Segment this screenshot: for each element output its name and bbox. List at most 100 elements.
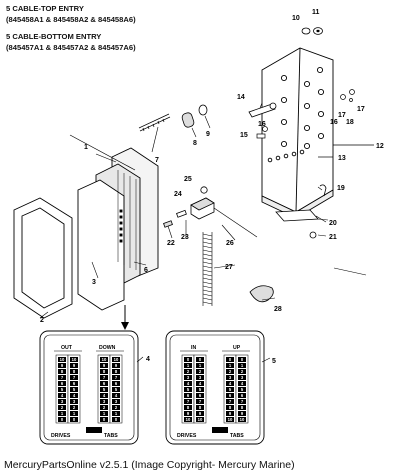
scale-number: 5 (115, 387, 118, 392)
scale-cell (226, 399, 234, 404)
scale-cell (226, 381, 234, 386)
knob[interactable] (249, 285, 274, 303)
scale-cell (100, 357, 108, 362)
sender-block[interactable] (163, 186, 258, 238)
callout-6: 6 (144, 267, 148, 274)
scale-number: 1 (229, 363, 232, 368)
clip[interactable] (319, 184, 327, 197)
scale-cell (112, 387, 120, 392)
scale-number: 2 (115, 405, 118, 410)
panel-left-tabs-label: TABS (104, 433, 118, 439)
scale-number: 2 (199, 369, 202, 374)
callout-23: 23 (181, 234, 189, 241)
mounting-bracket[interactable] (261, 47, 334, 219)
header-line-1: 5 CABLE-TOP ENTRY (6, 4, 84, 13)
scale-number: 9 (61, 363, 64, 368)
scale-cell (184, 357, 192, 362)
callout-25: 25 (184, 176, 192, 183)
scale-number: 10 (228, 417, 233, 422)
scale-cell (226, 369, 234, 374)
callout-13: 13 (338, 155, 346, 162)
washers[interactable] (301, 27, 323, 35)
scale-number: 1 (199, 363, 202, 368)
scale-number: 2 (73, 405, 76, 410)
scale-cell (112, 369, 120, 374)
scale-number: 7 (73, 375, 76, 380)
scale-cell (226, 357, 234, 362)
scale-number: 10 (186, 417, 191, 422)
scale-cell (226, 411, 234, 416)
scale-number: 6 (241, 393, 244, 398)
bezel-frame[interactable] (13, 197, 73, 319)
nut[interactable] (309, 231, 317, 239)
indicator-panel-right[interactable]: IN UP 0123456789100123456789100123456789… (165, 330, 271, 445)
scale-number: 4 (187, 381, 190, 386)
bushing[interactable] (181, 104, 208, 128)
scale-number: 2 (187, 369, 190, 374)
scale-cell (196, 363, 204, 368)
scale-cell (196, 399, 204, 404)
scale-number: 6 (73, 381, 76, 386)
panel-right-in-label: IN (191, 345, 196, 351)
callout-27: 27 (225, 264, 233, 271)
scale-cell (58, 393, 66, 398)
plate[interactable] (275, 209, 329, 222)
scale-cell (226, 417, 234, 422)
scale-number: 9 (73, 363, 76, 368)
callout-28: 28 (274, 306, 282, 313)
scale-cell (238, 399, 246, 404)
scale-number: 7 (187, 399, 190, 404)
pivot-pin[interactable] (248, 102, 277, 118)
indicator-panel-left[interactable]: OUT DOWN 1098765432101098765432101098765… (39, 330, 144, 445)
panel-left-down-label: DOWN (99, 345, 116, 351)
header-line-4: (845457A1 & 845457A2 & 845457A6) (6, 43, 136, 52)
scale-number: 4 (103, 393, 106, 398)
callout-16a: 16 (258, 121, 266, 128)
panel-left-out-label: OUT (61, 345, 73, 351)
scale-number: 4 (229, 381, 232, 386)
scale-cell (184, 399, 192, 404)
scale-cell (238, 405, 246, 410)
scale-cell (70, 369, 78, 374)
callout-8: 8 (193, 140, 197, 147)
scale-cell (112, 411, 120, 416)
scale-cell (112, 399, 120, 404)
screw[interactable] (138, 113, 171, 132)
scale-number: 5 (61, 387, 64, 392)
scale-number: 6 (103, 381, 106, 386)
scale-number: 4 (73, 393, 76, 398)
callout-19: 19 (337, 185, 345, 192)
scale-cell (100, 381, 108, 386)
scale-cell (58, 357, 66, 362)
scale-number: 3 (199, 375, 202, 380)
scale-cell (238, 393, 246, 398)
scale-number: 6 (199, 393, 202, 398)
cover-assembly[interactable] (77, 147, 159, 311)
callout-21: 21 (329, 234, 337, 241)
scale-number: 10 (198, 417, 203, 422)
callout-11: 11 (312, 9, 320, 16)
spring[interactable] (202, 232, 213, 306)
callout-16b: 16 (330, 119, 338, 126)
scale-cell (196, 369, 204, 374)
scale-number: 6 (61, 381, 64, 386)
header-line-2: (845458A1 & 845458A2 & 845458A6) (6, 15, 136, 24)
scale-cell (58, 369, 66, 374)
scale-number: 2 (229, 369, 232, 374)
scale-number: 0 (199, 357, 202, 362)
scale-cell (100, 393, 108, 398)
screws-and-washers[interactable] (256, 89, 355, 139)
scale-number: 7 (61, 375, 64, 380)
scale-number: 8 (241, 405, 244, 410)
scale-number: 9 (187, 411, 190, 416)
scale-cell (58, 381, 66, 386)
scale-number: 8 (115, 369, 118, 374)
panel-right-tabs-label: TABS (230, 433, 244, 439)
scale-number: 2 (241, 369, 244, 374)
scale-number: 1 (61, 411, 64, 416)
scale-number: 0 (73, 417, 76, 422)
scale-number: 6 (115, 381, 118, 386)
scale-number: 2 (61, 405, 64, 410)
scale-number: 6 (187, 393, 190, 398)
scale-cell (238, 357, 246, 362)
